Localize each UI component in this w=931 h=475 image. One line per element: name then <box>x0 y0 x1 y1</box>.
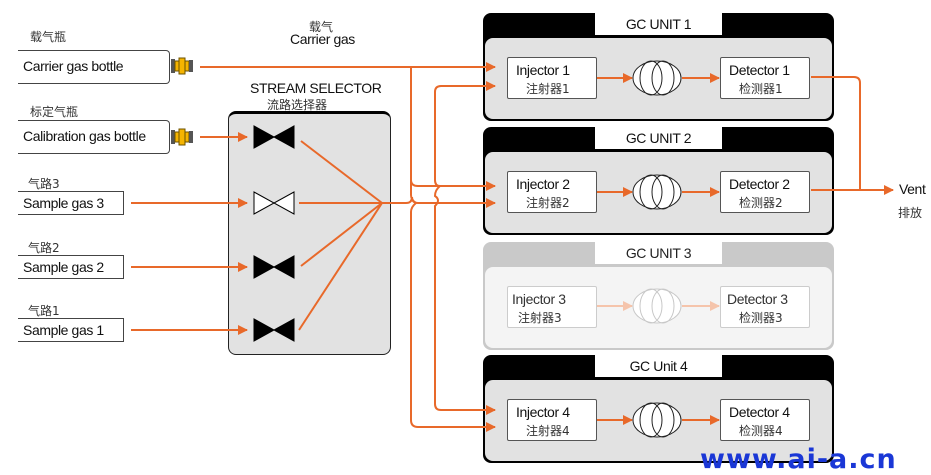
valve-sample2-icon <box>253 255 295 279</box>
sample2-label: Sample gas 2 <box>23 259 104 275</box>
injector-4-cn-label: 注射器4 <box>526 424 570 438</box>
detector-3-cn-label: 检测器3 <box>739 311 783 325</box>
calibration-bottle-cn-label: 标定气瓶 <box>30 105 79 119</box>
sample1-cn-label: 气路1 <box>28 304 60 318</box>
carrier-gas-cn-label: 载气 <box>309 20 334 34</box>
stream-selector-cn-title: 流路选择器 <box>267 98 328 112</box>
injector-4-label: Injector 4 <box>516 404 570 420</box>
detector-4[interactable]: Detector 4 检测器4 <box>720 399 810 441</box>
injector-1-label: Injector 1 <box>516 62 570 78</box>
injector-2-cn-label: 注射器2 <box>526 196 570 210</box>
detector-2-cn-label: 检测器2 <box>739 196 783 210</box>
gc2-column-icon <box>632 174 682 210</box>
detector-4-cn-label: 检测器4 <box>739 424 783 438</box>
sample-gas-1-box[interactable]: Sample gas 1 <box>18 318 124 342</box>
valve-out-1 <box>300 140 383 204</box>
gc-unit-1-title: GC UNIT 1 <box>595 13 722 35</box>
injector-3-cn-label: 注射器3 <box>518 311 562 325</box>
gc-unit-3-title: GC UNIT 3 <box>595 242 722 264</box>
valve-calibration-icon <box>253 125 295 149</box>
injector-2-label: Injector 2 <box>516 176 570 192</box>
gc3-column-icon <box>632 288 682 324</box>
sample1-label: Sample gas 1 <box>23 322 104 338</box>
injector-2[interactable]: Injector 2 注射器2 <box>507 171 597 213</box>
sample-gas-2-box[interactable]: Sample gas 2 <box>18 255 124 279</box>
calibration-bottle-label: Calibration gas bottle <box>23 128 146 144</box>
carrier-bottle-cn-label: 载气瓶 <box>30 30 67 44</box>
detector-4-label: Detector 4 <box>729 404 790 420</box>
calibration-fitting-icon <box>171 128 193 146</box>
vent-label: Vent <box>899 181 926 197</box>
sample3-label: Sample gas 3 <box>23 195 104 211</box>
detector-1-label: Detector 1 <box>729 62 790 78</box>
vent-cn-label: 排放 <box>898 206 923 220</box>
stream-selector-title: STREAM SELECTOR <box>250 80 382 96</box>
watermark: www.ai-a.cn <box>700 444 897 475</box>
carrier-trunk-to-injector-4b <box>410 67 496 432</box>
carrier-gas-bottle[interactable]: Carrier gas bottle <box>18 50 170 84</box>
gc4-column-icon <box>632 402 682 438</box>
injector-1-cn-label: 注射器1 <box>526 82 570 96</box>
gc-unit-3: GC UNIT 3 Injector 3 注射器3 Detector 3 检测器… <box>483 242 834 350</box>
sample2-cn-label: 气路2 <box>28 241 60 255</box>
sample3-cn-label: 气路3 <box>28 177 60 191</box>
injector-3-label: Injector 3 <box>512 291 566 307</box>
gc1-column-icon <box>632 60 682 96</box>
carrier-gas-line-label: Carrier gas <box>290 31 355 47</box>
valve-out-3 <box>300 202 383 267</box>
valve-out-4 <box>298 202 383 331</box>
detector-1[interactable]: Detector 1 检测器1 <box>720 57 810 99</box>
carrier-fitting-icon <box>171 57 193 75</box>
gc-unit-2-title: GC UNIT 2 <box>595 127 722 149</box>
carrier-bottle-label: Carrier gas bottle <box>23 58 124 74</box>
valve-sample1-icon <box>253 318 295 342</box>
sample-gas-3-box[interactable]: Sample gas 3 <box>18 191 124 215</box>
injector-3[interactable]: Injector 3 注射器3 <box>507 286 597 328</box>
injector-1[interactable]: Injector 1 注射器1 <box>507 57 597 99</box>
detector-1-cn-label: 检测器1 <box>739 82 783 96</box>
gc-unit-4-title: GC Unit 4 <box>595 355 722 377</box>
sample-trunk-injectors <box>433 85 495 411</box>
detector-2[interactable]: Detector 2 检测器2 <box>720 171 810 213</box>
valve-sample3-icon <box>253 191 295 215</box>
carrier-to-injector-2 <box>410 179 496 191</box>
detector-3-label: Detector 3 <box>727 291 788 307</box>
detector-2-label: Detector 2 <box>729 176 790 192</box>
detector-3[interactable]: Detector 3 检测器3 <box>720 286 810 328</box>
injector-4[interactable]: Injector 4 注射器4 <box>507 399 597 441</box>
detector-1-to-vent <box>811 76 861 190</box>
calibration-gas-bottle[interactable]: Calibration gas bottle <box>18 120 170 154</box>
